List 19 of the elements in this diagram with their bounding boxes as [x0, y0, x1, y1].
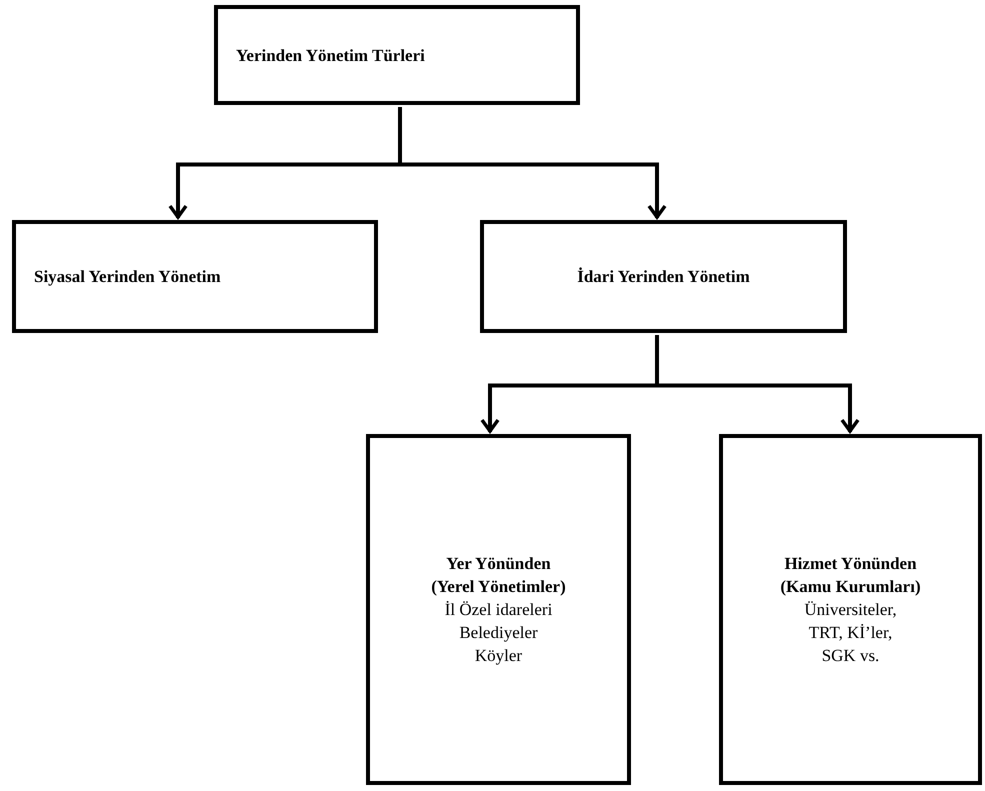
- box: [480, 220, 847, 333]
- item-text: SGK vs.: [822, 645, 880, 667]
- item-text: Üniversiteler,: [804, 599, 897, 621]
- item-text: TRT, Kİ’ler,: [808, 622, 892, 644]
- heading-text: Yer Yönünden: [446, 553, 551, 575]
- arrow: [398, 107, 667, 219]
- heading-text: Siyasal Yerinden Yönetim: [34, 266, 221, 288]
- item-text: Köyler: [474, 645, 522, 667]
- box: [214, 5, 580, 105]
- item-text: İl Özel idareleri: [444, 599, 552, 621]
- box: [719, 434, 982, 785]
- heading-text: İdari Yerinden Yönetim: [577, 266, 750, 288]
- heading-text: Hizmet Yönünden: [784, 553, 917, 575]
- item-text: Belediyeler: [459, 622, 538, 644]
- box: [366, 434, 631, 785]
- heading-text: Yerinden Yönetim Türleri: [236, 44, 425, 66]
- heading-text: (Yerel Yönetimler): [431, 576, 566, 598]
- box: [12, 220, 378, 333]
- heading-text: (Kamu Kurumları): [780, 576, 921, 598]
